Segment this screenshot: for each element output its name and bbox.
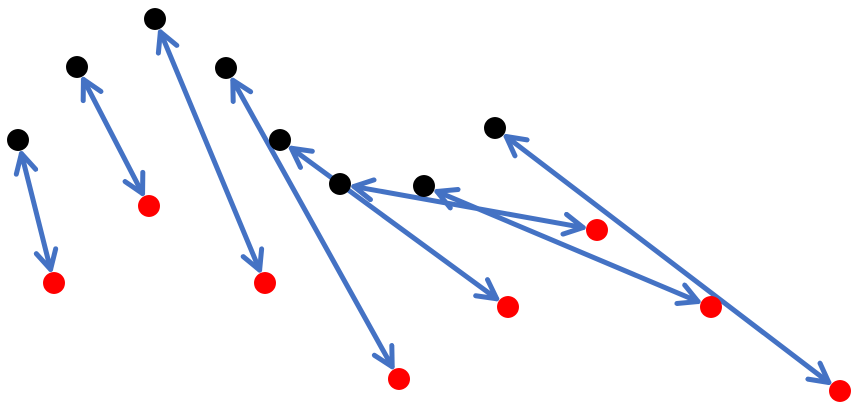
target-point-4 [388,368,410,390]
target-point-2 [138,195,160,217]
target-point-3 [254,272,276,294]
source-point-5 [269,129,291,151]
double-arrow-5 [288,145,500,302]
source-point-2 [66,56,88,78]
target-point-1 [43,272,65,294]
double-arrow-3 [155,29,265,273]
source-point-6 [329,173,351,195]
double-arrow-8 [503,133,832,386]
double-arrow-1 [13,151,59,272]
source-point-8 [484,117,506,139]
source-point-7 [413,175,435,197]
double-arrow-2 [80,76,146,197]
source-point-1 [7,129,29,151]
target-point-8 [829,380,851,402]
target-point-7 [700,296,722,318]
target-point-5 [497,296,519,318]
source-point-4 [215,57,237,79]
source-point-3 [144,8,166,30]
points-layer [7,8,851,402]
arrows-layer [13,29,832,386]
target-point-6 [586,219,608,241]
double-arrow-4 [230,77,395,370]
